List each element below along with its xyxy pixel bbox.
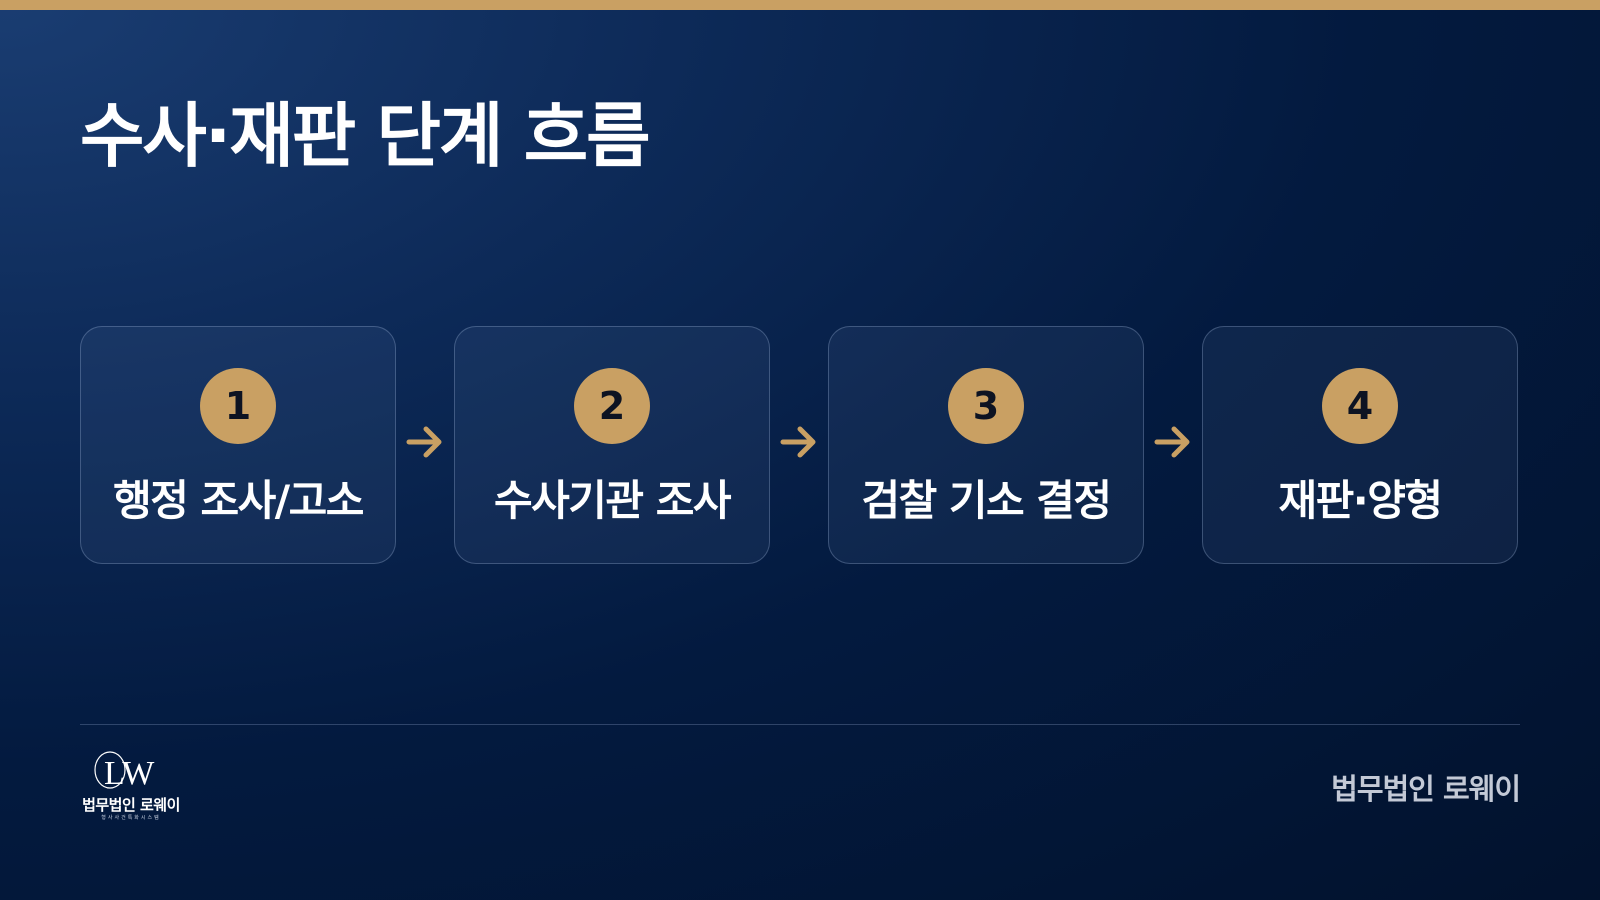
- step-number-badge: 3: [948, 368, 1024, 444]
- step-label: 행정 조사/고소: [113, 476, 364, 525]
- page-title: 수사·재판 단계 흐름: [80, 95, 651, 177]
- step-label: 재판·양형: [1278, 476, 1443, 525]
- logo-subtitle: 형사사건특화시스템: [101, 815, 161, 821]
- logo-mark-icon: LW: [94, 751, 155, 792]
- step-number-badge: 1: [200, 368, 276, 444]
- step-card-3: 3 검찰 기소 결정: [828, 326, 1144, 564]
- step-label: 검찰 기소 결정: [861, 476, 1112, 525]
- firm-logo: LW 법무법인 로웨이 형사사건특화시스템: [78, 748, 188, 824]
- top-accent-bar: [0, 0, 1600, 10]
- footer-divider: [80, 724, 1520, 725]
- step-card-1: 1 행정 조사/고소: [80, 326, 396, 564]
- step-number-badge: 4: [1322, 368, 1398, 444]
- footer-brand: 법무법인 로웨이: [1331, 772, 1521, 806]
- arrow-right-icon: [1154, 426, 1190, 458]
- logo-name: 법무법인 로웨이: [82, 796, 180, 814]
- step-label: 수사기관 조사: [494, 476, 731, 525]
- arrow-right-icon: [780, 426, 816, 458]
- logo-mark-text: LW: [104, 755, 155, 792]
- step-card-4: 4 재판·양형: [1202, 326, 1518, 564]
- step-number-badge: 2: [574, 368, 650, 444]
- arrow-right-icon: [406, 426, 442, 458]
- step-card-2: 2 수사기관 조사: [454, 326, 770, 564]
- step-flow: 1 행정 조사/고소 2 수사기관 조사 3 검찰 기소 결정 4 재판·양형: [80, 326, 1520, 566]
